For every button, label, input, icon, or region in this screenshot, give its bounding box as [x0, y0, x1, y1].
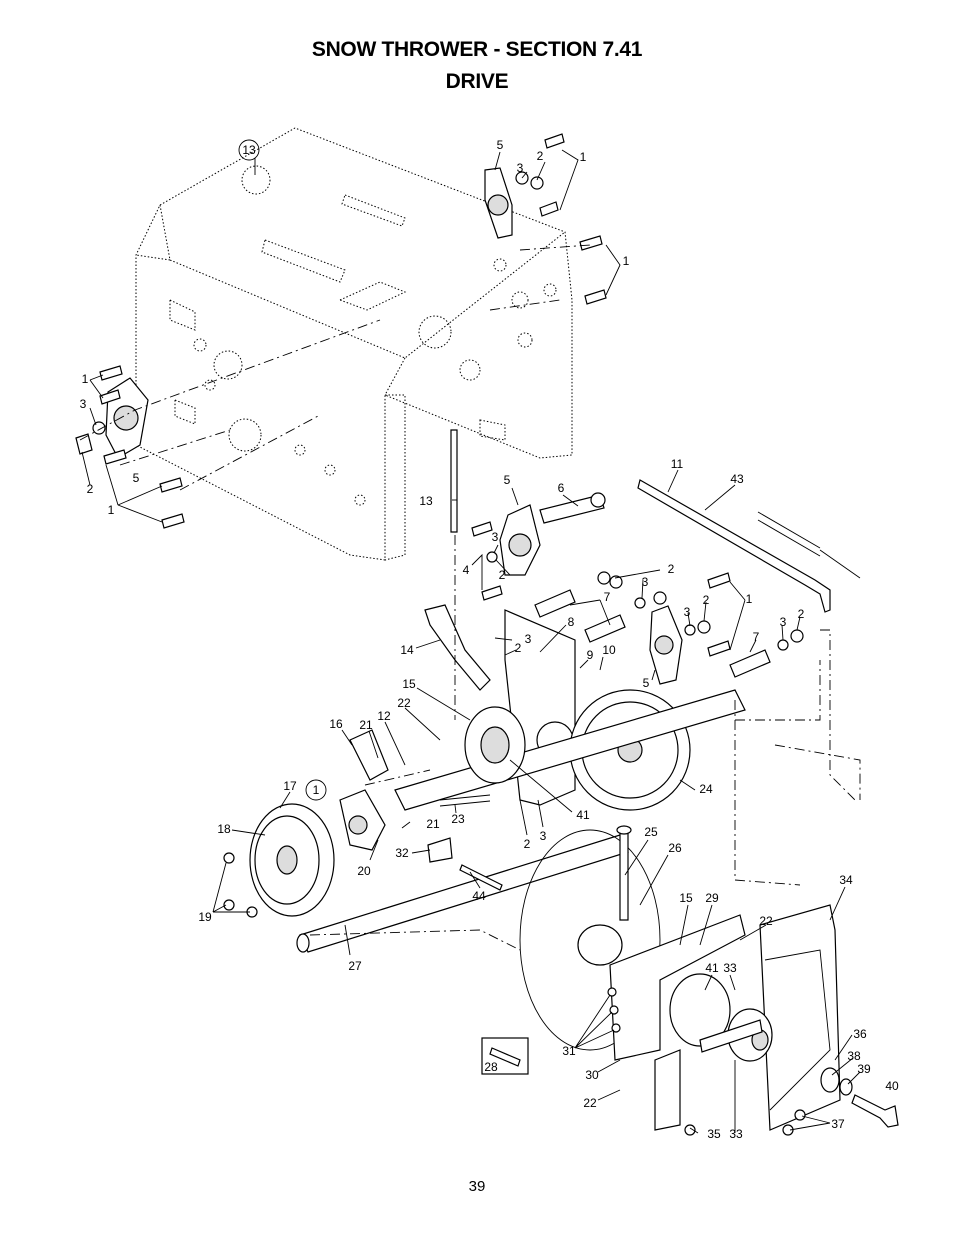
callout-28: 28 — [484, 1060, 498, 1074]
callout-21-upper: 21 — [359, 718, 373, 732]
callout-25: 25 — [644, 825, 658, 839]
callout-3-top: 3 — [517, 161, 524, 175]
callout-22-upper: 22 — [397, 696, 411, 710]
callout-13-top: 13 — [242, 143, 256, 157]
callout-9: 9 — [587, 648, 594, 662]
callout-29: 29 — [705, 891, 719, 905]
callout-24: 24 — [699, 782, 713, 796]
callout-5-top: 5 — [497, 138, 504, 152]
callout-2-top: 2 — [537, 149, 544, 163]
callout-1-mid-right: 1 — [746, 592, 753, 606]
callout-39: 39 — [857, 1062, 871, 1076]
callout-2-lower: 2 — [524, 837, 531, 851]
callout-35: 35 — [707, 1127, 721, 1141]
callout-5-left: 5 — [133, 471, 140, 485]
callout-37: 37 — [831, 1117, 845, 1131]
callout-2-far-right: 2 — [798, 607, 805, 621]
callout-1-right: 1 — [623, 254, 630, 268]
callout-41-upper: 41 — [576, 808, 590, 822]
callout-13-rod: 13 — [419, 494, 433, 508]
callout-3-lower: 3 — [540, 829, 547, 843]
callout-7-right: 7 — [753, 630, 760, 644]
callout-3-right-b: 3 — [780, 615, 787, 629]
drive-parts — [75, 133, 899, 1136]
callout-31: 31 — [562, 1044, 576, 1058]
callout-22-right: 22 — [759, 914, 773, 928]
callout-3-plate: 3 — [525, 632, 532, 646]
callout-15-upper: 15 — [402, 677, 416, 691]
page-subtitle: DRIVE — [445, 70, 509, 93]
callout-41-lower: 41 — [705, 961, 719, 975]
callout-2-left: 2 — [87, 482, 94, 496]
callout-10: 10 — [602, 643, 616, 657]
callout-2-spacer: 2 — [668, 562, 675, 576]
callout-7-left: 7 — [604, 590, 611, 604]
callout-38: 38 — [847, 1049, 861, 1063]
callout-11: 11 — [671, 457, 684, 471]
callout-12: 12 — [377, 709, 391, 723]
page-title: SNOW THROWER - SECTION 7.41 — [311, 38, 643, 61]
callout-5-lower: 5 — [643, 676, 650, 690]
callout-43: 43 — [730, 472, 744, 486]
callout-27: 27 — [348, 959, 362, 973]
callout-32: 32 — [395, 846, 409, 860]
housing-frame — [135, 127, 573, 561]
callout-44: 44 — [472, 889, 486, 903]
callout-4: 4 — [463, 563, 470, 577]
callout-labels: 13 5 3 2 1 1 1 3 5 2 1 13 11 43 5 6 3 4 … — [80, 138, 899, 1141]
callout-3-left: 3 — [80, 397, 87, 411]
callout-2-plate: 2 — [515, 641, 522, 655]
callout-1-lower-left: 1 — [108, 503, 115, 517]
callout-23: 23 — [451, 812, 465, 826]
callout-5-mid: 5 — [504, 473, 511, 487]
callout-17: 17 — [283, 779, 297, 793]
callout-22-lower: 22 — [583, 1096, 597, 1110]
callout-34: 34 — [839, 873, 853, 887]
callout-19: 19 — [198, 910, 212, 924]
callout-20: 20 — [357, 864, 371, 878]
page-number: 39 — [468, 1178, 486, 1195]
callout-6: 6 — [558, 481, 565, 495]
callout-1-left: 1 — [82, 372, 89, 386]
callout-36: 36 — [853, 1027, 867, 1041]
callout-1-circled: 1 — [313, 783, 320, 797]
callout-3-mid: 3 — [492, 530, 499, 544]
callout-3-spacer: 3 — [642, 575, 649, 589]
callout-2-mid: 2 — [499, 568, 506, 582]
callout-14: 14 — [400, 643, 414, 657]
callout-33-upper: 33 — [723, 961, 737, 975]
callout-18: 18 — [217, 822, 231, 836]
callout-33-lower: 33 — [729, 1127, 743, 1141]
callout-8: 8 — [568, 615, 575, 629]
callout-15-lower: 15 — [679, 891, 693, 905]
callout-26: 26 — [668, 841, 682, 855]
callout-21-lower: 21 — [426, 817, 440, 831]
callout-2-right: 2 — [703, 593, 710, 607]
callout-1-top: 1 — [580, 150, 587, 164]
callout-16: 16 — [329, 717, 343, 731]
leader-lines — [81, 149, 861, 1134]
callout-30: 30 — [585, 1068, 599, 1082]
assembly-lines — [79, 244, 861, 951]
callout-3-right-a: 3 — [684, 605, 691, 619]
callout-40: 40 — [885, 1079, 899, 1093]
